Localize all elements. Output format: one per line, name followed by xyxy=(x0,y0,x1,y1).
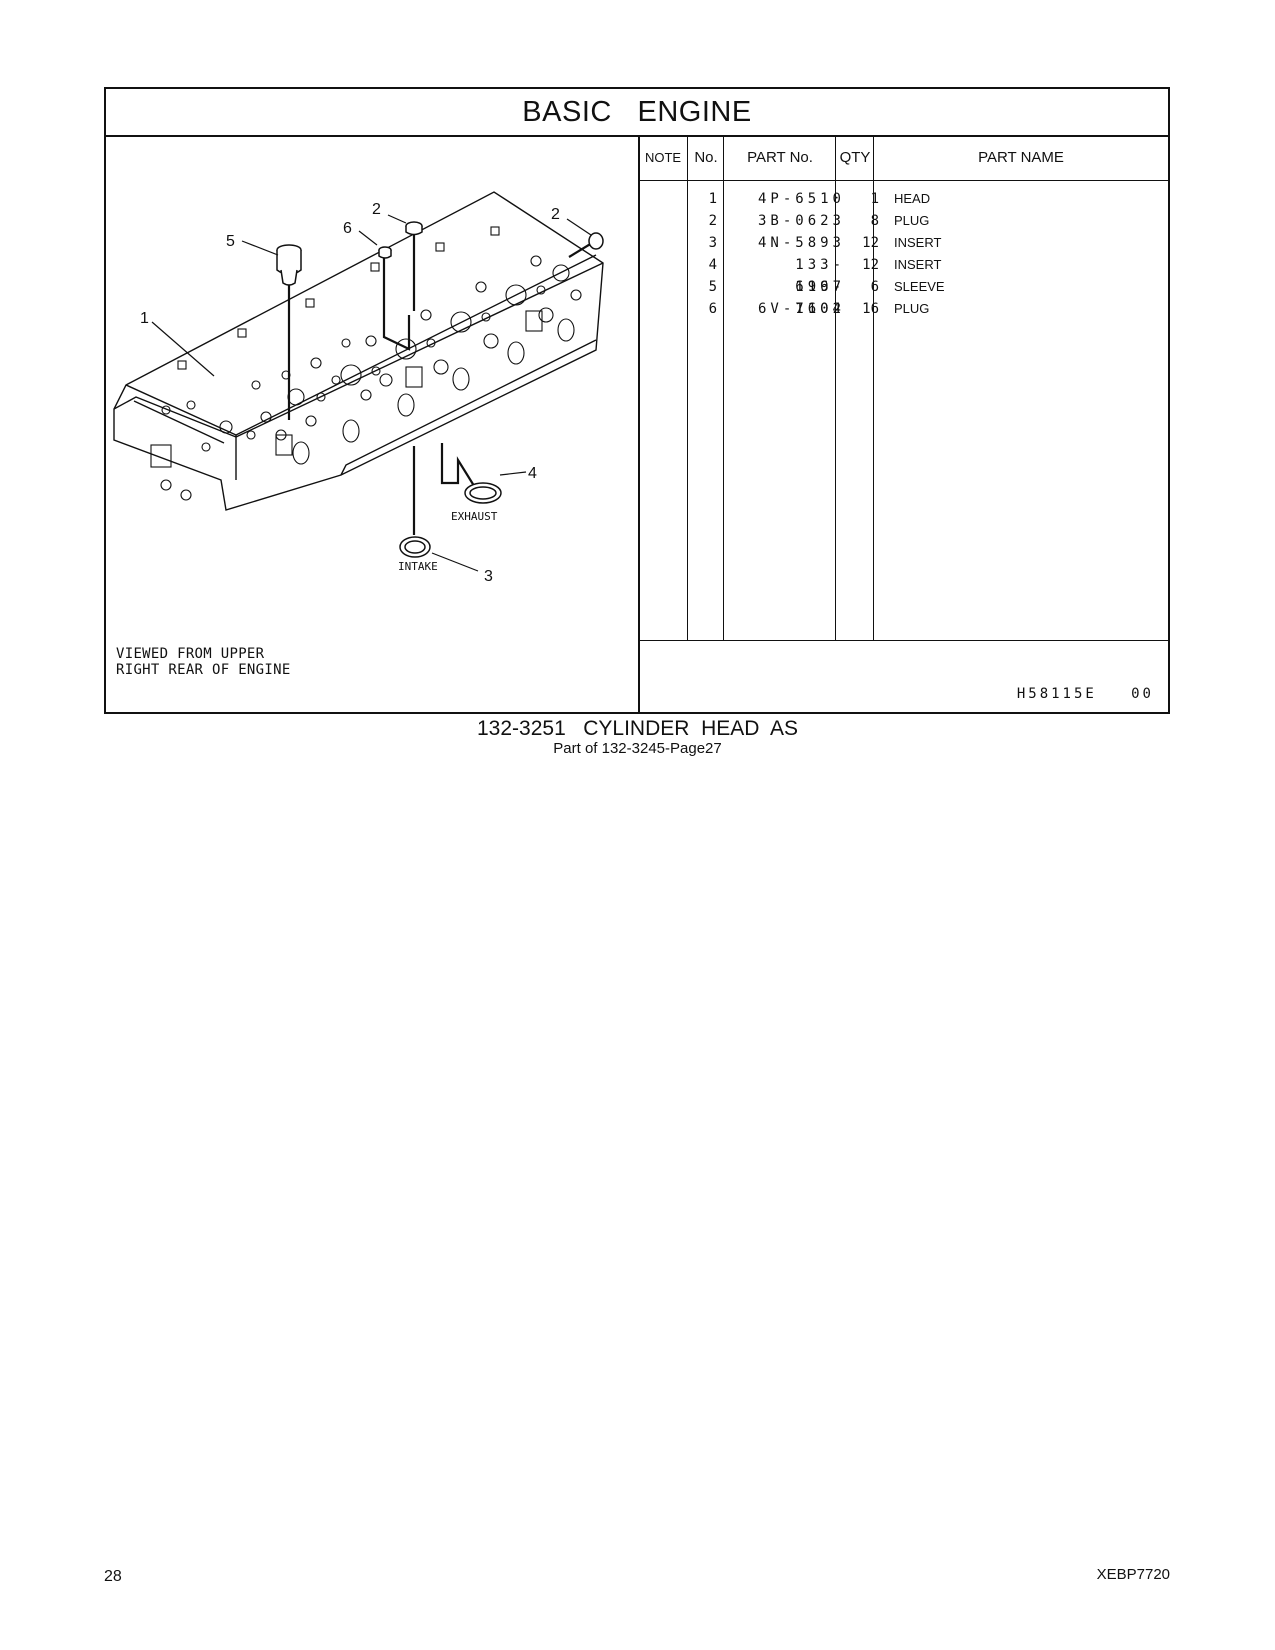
illustration-code: H58115E 00 xyxy=(1016,686,1154,702)
row-no: 3 xyxy=(708,235,717,251)
plug-part-2-right xyxy=(588,232,604,250)
header-note: NOTE xyxy=(644,150,682,165)
qty-column xyxy=(836,135,874,640)
assembly-subcaption: Part of 132-3245-Page27 xyxy=(553,740,722,757)
no-column xyxy=(688,135,724,640)
callout-5: 5 xyxy=(226,233,235,250)
row-part-no: 4P-6510 xyxy=(757,191,845,207)
row-part-no: 4N-5893 xyxy=(757,235,845,251)
parts-frame: BASIC ENGINE xyxy=(104,87,1170,714)
leader-part-2-right xyxy=(568,242,593,258)
row-part-name: INSERT xyxy=(894,235,942,250)
table-bottom-rule xyxy=(638,640,1168,641)
row-qty: 1 xyxy=(870,191,879,207)
row-part-name: SLEEVE xyxy=(894,279,945,294)
header-qty: QTY xyxy=(839,149,871,166)
header-no: No. xyxy=(694,149,718,166)
table-header-row xyxy=(638,135,1168,181)
row-part-name: HEAD xyxy=(894,191,931,206)
row-part-no: 116-1102 xyxy=(795,279,845,317)
row-qty: 8 xyxy=(870,213,879,229)
callout-1: 1 xyxy=(140,310,149,327)
callout-2-right: 2 xyxy=(551,206,560,223)
part-no-column xyxy=(724,135,836,640)
row-no: 1 xyxy=(708,191,717,207)
row-qty: 12 xyxy=(862,257,879,273)
section-title: BASIC ENGINE xyxy=(522,95,752,128)
table-body: 1 4P-6510 1 HEAD 2 3B-0623 8 PLUG 3 4N-5… xyxy=(638,188,1168,320)
callout-4: 4 xyxy=(528,465,537,482)
cylinder-head-outline xyxy=(113,191,604,511)
row-no: 6 xyxy=(708,301,717,317)
callout-6: 6 xyxy=(343,220,352,237)
table-row: 6 6V-7604 16 PLUG xyxy=(638,298,1168,320)
exploded-view-illustration: 1 2 2 3 4 5 6 EXHAUST INTAKE VIEWED FROM… xyxy=(106,135,640,714)
document-id: XEBP7720 xyxy=(1096,1566,1170,1583)
header-part-name: PART NAME xyxy=(978,149,1064,166)
page-number: 28 xyxy=(104,1568,122,1585)
table-row: 3 4N-5893 12 INSERT xyxy=(638,232,1168,254)
table-row: 5 116-1102 6 SLEEVE xyxy=(638,276,1168,317)
row-part-no: 133-6997 xyxy=(795,257,845,295)
row-no: 4 xyxy=(708,257,717,273)
assembly-caption: 132-3251 CYLINDER HEAD AS xyxy=(477,717,798,740)
exhaust-label: EXHAUST xyxy=(451,510,498,523)
row-qty: 12 xyxy=(862,235,879,251)
leader-part-4 xyxy=(440,443,477,490)
leader-part-6 xyxy=(382,252,411,351)
intake-label: INTAKE xyxy=(398,560,438,573)
header-part-no: PART No. xyxy=(747,149,813,166)
table-row: 2 3B-0623 8 PLUG xyxy=(638,210,1168,232)
view-orientation-note: VIEWED FROM UPPER RIGHT REAR OF ENGINE xyxy=(116,646,291,678)
callout-3: 3 xyxy=(484,568,493,585)
row-part-name: PLUG xyxy=(894,213,930,228)
row-part-no: 3B-0623 xyxy=(757,213,845,229)
row-no: 5 xyxy=(708,279,717,295)
row-qty: 6 xyxy=(870,279,879,295)
view-note-line-1: VIEWED FROM UPPER xyxy=(116,646,265,662)
callout-2-upper: 2 xyxy=(372,201,381,218)
parts-list-table: NOTE No. PART No. QTY PART NAME 1 4P-651… xyxy=(638,135,1168,714)
note-column xyxy=(638,135,688,640)
section-title-bar: BASIC ENGINE xyxy=(106,89,1168,137)
row-no: 2 xyxy=(708,213,717,229)
row-part-no: 6V-7604 xyxy=(757,301,845,317)
row-part-name: PLUG xyxy=(894,301,930,316)
table-row: 4 133-6997 12 INSERT xyxy=(638,254,1168,295)
table-row: 1 4P-6510 1 HEAD xyxy=(638,188,1168,210)
row-part-name: INSERT xyxy=(894,257,942,272)
view-note-line-2: RIGHT REAR OF ENGINE xyxy=(116,662,291,678)
row-qty: 16 xyxy=(862,301,879,317)
cylinder-head-drawing: 1 2 2 3 4 5 6 EXHAUST INTAKE xyxy=(113,191,604,585)
